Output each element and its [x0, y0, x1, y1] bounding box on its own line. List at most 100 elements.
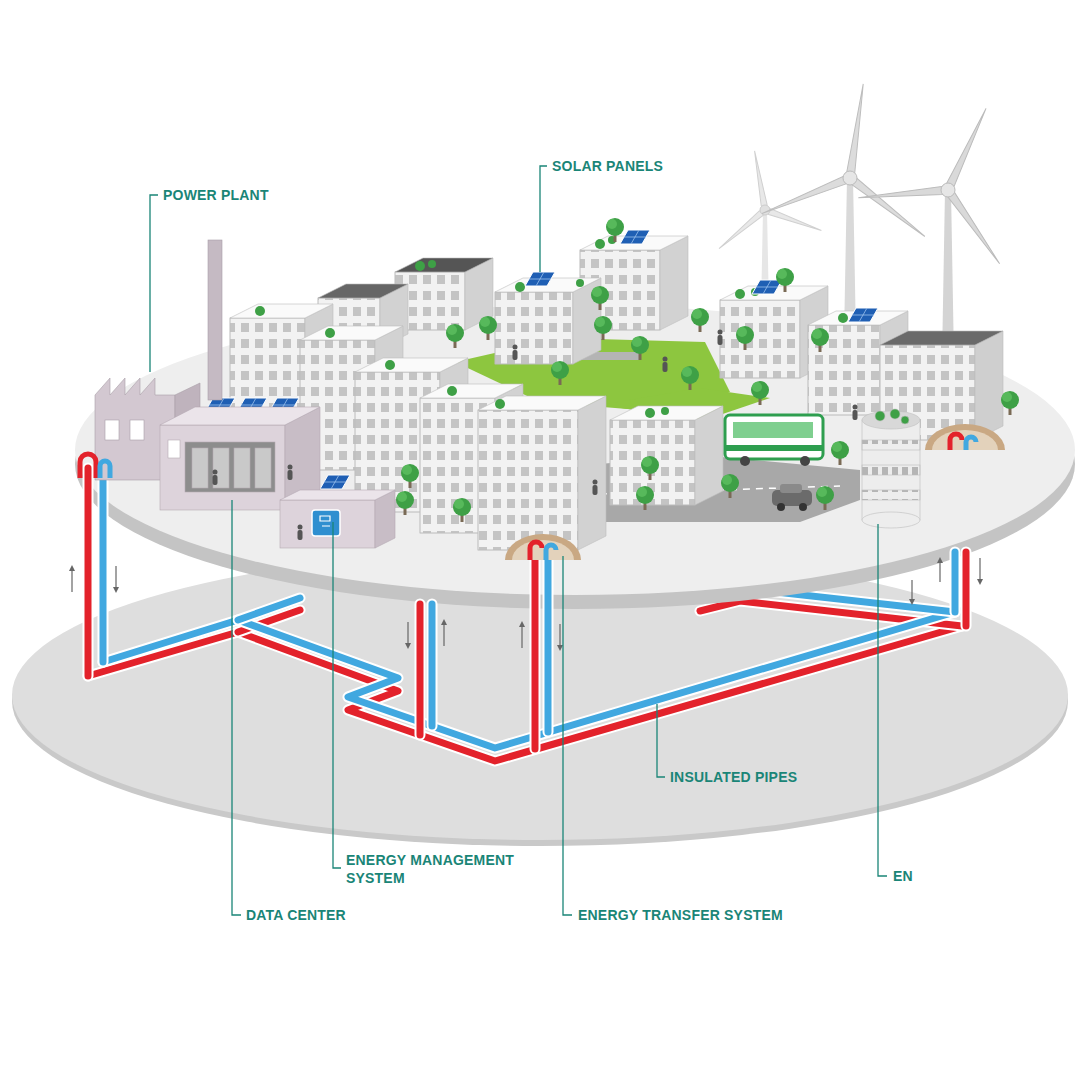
- pipe-pit: [966, 437, 976, 450]
- energy-management-building: [280, 500, 375, 548]
- bus: [733, 422, 813, 438]
- storage-tower: [862, 512, 920, 528]
- leader-line: [150, 195, 158, 372]
- tree: [606, 218, 624, 242]
- tree: [453, 498, 471, 522]
- riser-pipes: [417, 604, 424, 735]
- power-plant: [130, 420, 144, 440]
- leader-line: [657, 704, 665, 777]
- pipe-pit: [505, 534, 581, 560]
- callout-label: ENERGY TRANSFER SYSTEM: [578, 906, 783, 924]
- person: [213, 330, 858, 541]
- riser-pipes: [952, 552, 959, 612]
- person: [213, 470, 218, 486]
- building: [495, 292, 573, 364]
- person: [288, 465, 293, 481]
- car: [780, 484, 802, 493]
- person: [513, 345, 518, 361]
- callout-label: DATA CENTER: [246, 906, 346, 924]
- pipe-pit: [80, 454, 96, 478]
- solar-panel: [620, 230, 650, 244]
- tree: [691, 308, 709, 332]
- roof-garden: [385, 360, 395, 370]
- wind-turbine: [843, 171, 857, 185]
- person: [663, 357, 668, 373]
- energy-management-building: [280, 490, 395, 548]
- roof-garden: [661, 407, 669, 415]
- storage-tower: [890, 409, 900, 419]
- callout-label: EN: [893, 867, 913, 885]
- roof-garden: [576, 279, 584, 287]
- tree: [594, 316, 612, 340]
- building: [478, 410, 578, 550]
- data-center: [234, 448, 250, 488]
- storage-tower: [862, 440, 920, 450]
- tree: [721, 474, 739, 498]
- pipe-pit: [950, 434, 962, 450]
- pipe-pit: [932, 430, 998, 450]
- pipe-pit: [546, 545, 556, 560]
- roof-garden: [495, 399, 505, 409]
- wind-turbine: [858, 186, 948, 202]
- tree: [811, 328, 829, 352]
- bus: [740, 456, 750, 466]
- pipe-pit: [925, 424, 1005, 450]
- building: [395, 258, 493, 272]
- tree: [776, 268, 794, 292]
- building: [395, 258, 493, 330]
- storage-tower: [862, 465, 920, 475]
- car: [772, 484, 812, 511]
- roof-garden: [255, 306, 265, 316]
- person: [298, 525, 303, 541]
- leader-line: [563, 556, 572, 915]
- wind-turbine: [941, 183, 955, 197]
- tree: [831, 441, 849, 465]
- building: [495, 292, 573, 364]
- riser-pipes: [950, 552, 961, 612]
- building: [975, 331, 1003, 440]
- data-center: [213, 448, 229, 488]
- energy-management-building: [320, 516, 330, 526]
- flow-arrow: [115, 566, 116, 590]
- building: [318, 284, 408, 298]
- riser-pipes: [545, 560, 552, 732]
- riser-pipes: [429, 604, 436, 726]
- tree: [641, 456, 659, 480]
- riser-pipes: [415, 604, 426, 735]
- callout-label: POWER PLANT: [163, 186, 269, 204]
- flow-arrow: [443, 622, 444, 646]
- tree: [396, 491, 414, 515]
- pipe-network: [88, 588, 962, 761]
- tree: [1001, 391, 1019, 415]
- underground-disc: [12, 550, 1068, 846]
- building: [808, 325, 880, 415]
- storage-tower: [862, 420, 920, 520]
- building: [230, 304, 333, 318]
- storage-tower: [901, 416, 909, 424]
- data-center: [255, 448, 271, 488]
- tree: [446, 324, 464, 348]
- flow-arrow: [407, 622, 408, 646]
- leader-line: [333, 522, 341, 868]
- pipe-pit: [530, 542, 542, 560]
- tree: [681, 366, 699, 390]
- building: [300, 326, 403, 340]
- car: [799, 503, 807, 511]
- solar-panel: [525, 272, 555, 286]
- wind-turbine: [760, 205, 770, 215]
- building: [478, 410, 578, 550]
- solar-panel: [752, 280, 782, 294]
- storage-tower: [862, 409, 920, 528]
- pipe-network: [238, 598, 300, 620]
- leader-line: [232, 500, 241, 915]
- flow-arrow: [911, 580, 912, 602]
- power-plant: [208, 240, 222, 400]
- building: [578, 396, 606, 550]
- person: [853, 405, 858, 421]
- roof-garden: [428, 260, 436, 268]
- riser-pipes: [83, 468, 94, 676]
- wind-turbine: [760, 174, 851, 217]
- roof-garden: [645, 408, 655, 418]
- roof-garden: [447, 386, 457, 396]
